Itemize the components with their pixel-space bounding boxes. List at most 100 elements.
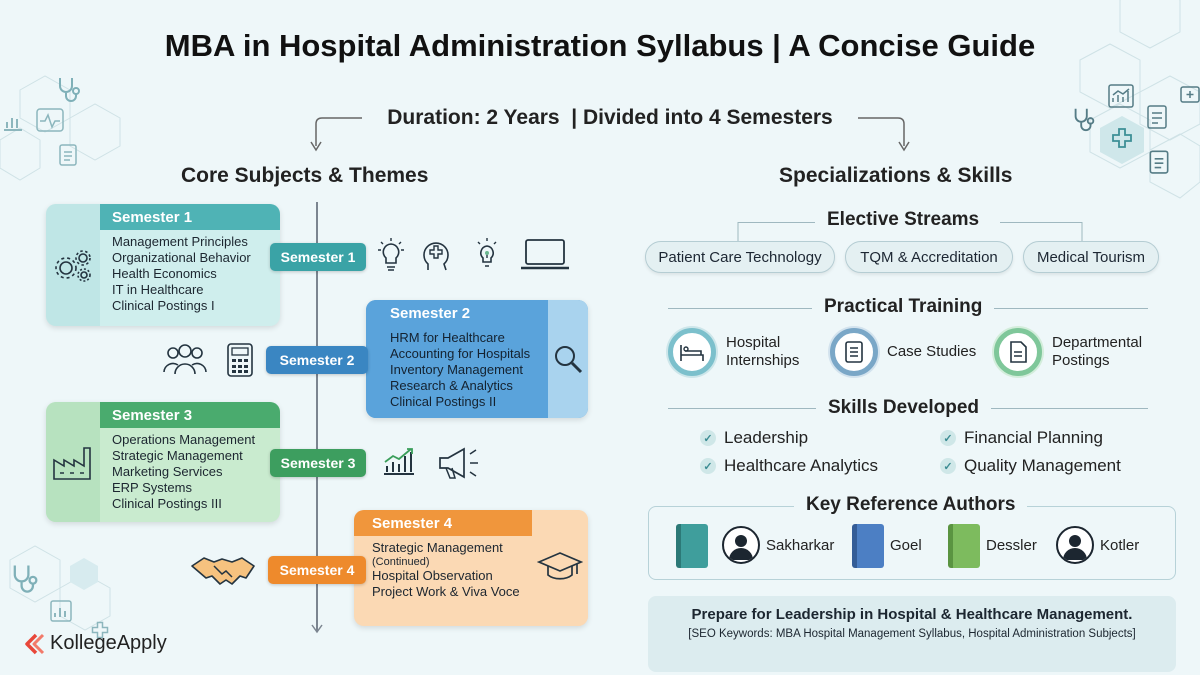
kollegeapply-logo: KollegeApply [24,632,167,655]
hospital-bed-icon [680,345,704,361]
laptop-icon [521,239,569,270]
elective-line-left [738,222,818,223]
avatar [1056,526,1094,564]
magnifier-icon [555,346,583,374]
list-item: ERP Systems [112,480,192,495]
megaphone-icon [439,447,478,479]
list-item: Organizational Behavior [112,250,251,265]
handshake-icon [191,557,255,585]
footer-message: Prepare for Leadership in Hospital & Hea… [691,606,1133,623]
clipboard-icon [1149,150,1169,174]
lightbulb-icon [378,238,404,271]
list-item: Accounting for Hospitals [390,346,531,361]
list-item: HRM for Healthcare [390,330,505,345]
elective-tqm-accreditation: TQM & Accreditation [845,241,1013,273]
timeline-spine [316,202,318,632]
medical-cross-icon [1112,128,1132,148]
medical-cross-icon [91,621,109,639]
specializations-heading: Specializations & Skills [779,164,1013,187]
author-goel: Goel [890,537,922,554]
list-item: Operations Management [112,432,256,447]
gears-icon [55,250,91,282]
semester-2-pill: Semester 2 [266,346,368,374]
footer-keywords: [SEO Keywords: MBA Hospital Management S… [688,628,1136,640]
check-icon: ✓ [700,458,716,474]
semester-2-title: Semester 2 [390,305,471,322]
practical-departmental-postings: Departmental Postings [1052,334,1143,369]
semester-1-pill: Semester 1 [270,243,366,271]
semester-4-pill: Semester 4 [268,556,366,584]
skills-developed-heading: Skills Developed [816,397,992,419]
stethoscope-icon [1074,108,1095,132]
book-icon [852,524,884,568]
people-icon [163,344,207,375]
timeline-arrow-bottom [311,624,323,634]
semester-3-pill: Semester 3 [270,449,366,477]
growth-chart-icon [384,448,414,475]
case-studies-circle [830,328,878,376]
duration-label: Duration: 2 Years | Divided into 4 Semes… [387,106,833,129]
semester-1-subjects: Management Principles Organizational Beh… [100,230,280,318]
check-icon: ✓ [940,458,956,474]
list-item: Research & Analytics [390,378,513,393]
list-item: Strategic Management [372,540,503,555]
logo-text: KollegeApply [50,632,167,654]
calculator-icon [227,343,253,377]
book-icon [676,524,708,568]
list-item: Clinical Postings I [112,298,215,313]
list-item: Marketing Services [112,464,223,479]
semester-3-card: Semester 3 Operations Management Strateg… [46,402,280,522]
practical-case-studies: Case Studies [887,343,977,360]
list-item: Project Work & Viva Voce [372,584,520,599]
avatar [722,526,760,564]
list-item: Strategic Management [112,448,243,463]
practical-hospital-internships: Hospital Internships [726,334,800,369]
semester-4-card: Semester 4 Strategic Management (Continu… [354,510,588,626]
clipboard-icon [59,144,77,166]
semester-2-subjects: HRM for Healthcare Accounting for Hospit… [366,326,548,414]
list-item: Management Principles [112,234,248,249]
duration-connector [310,117,910,152]
stethoscope-icon [59,78,80,102]
author-sakharkar: Sakharkar [766,537,835,554]
internship-circle [668,328,716,376]
elective-medical-tourism: Medical Tourism [1023,241,1159,273]
heart-monitor-icon [36,108,64,132]
elective-streams-heading: Elective Streams [815,209,992,231]
author-kotler: Kotler [1100,537,1140,554]
key-reference-authors-heading: Key Reference Authors [794,494,1028,516]
author-dessler: Dessler [986,537,1037,554]
semester-1-title: Semester 1 [100,204,280,230]
page-title: MBA in Hospital Administration Syllabus … [164,28,1036,63]
semester-2-card: Semester 2 HRM for Healthcare Accounting… [366,300,588,418]
first-aid-icon [1180,86,1200,103]
logo-mark-icon [25,633,45,654]
list-item: Clinical Postings III [112,496,222,511]
footer-banner: Prepare for Leadership in Hospital & Hea… [648,596,1176,672]
skill-quality-management: ✓Quality Management [940,456,1121,476]
semester-3-title: Semester 3 [100,402,280,428]
list-item: Clinical Postings II [390,394,497,409]
chart-icon [50,600,72,622]
check-icon: ✓ [940,430,956,446]
semester-3-subjects: Operations Management Strategic Manageme… [100,428,280,516]
check-icon: ✓ [700,430,716,446]
semester-4-subjects: Strategic Management (Continued) Hospita… [354,536,532,604]
idea-spark-icon [477,238,497,267]
skill-financial-planning: ✓Financial Planning [940,428,1103,448]
factory-icon [53,447,91,480]
skill-healthcare-analytics: ✓Healthcare Analytics [700,456,878,476]
list-item: (Continued) [372,556,430,568]
elective-patient-care-technology: Patient Care Technology [645,241,835,273]
list-item: Hospital Observation [372,568,493,583]
chart-icon [1108,84,1134,108]
semester-4-title: Semester 4 [354,510,532,536]
graduation-cap-icon [537,552,583,580]
elective-line-right [1000,222,1082,223]
core-subjects-heading: Core Subjects & Themes [181,164,429,187]
elective-connector [737,222,1083,242]
head-medical-cross-icon [423,242,449,271]
stethoscope-icon [13,565,38,593]
checklist-icon [1147,105,1167,129]
